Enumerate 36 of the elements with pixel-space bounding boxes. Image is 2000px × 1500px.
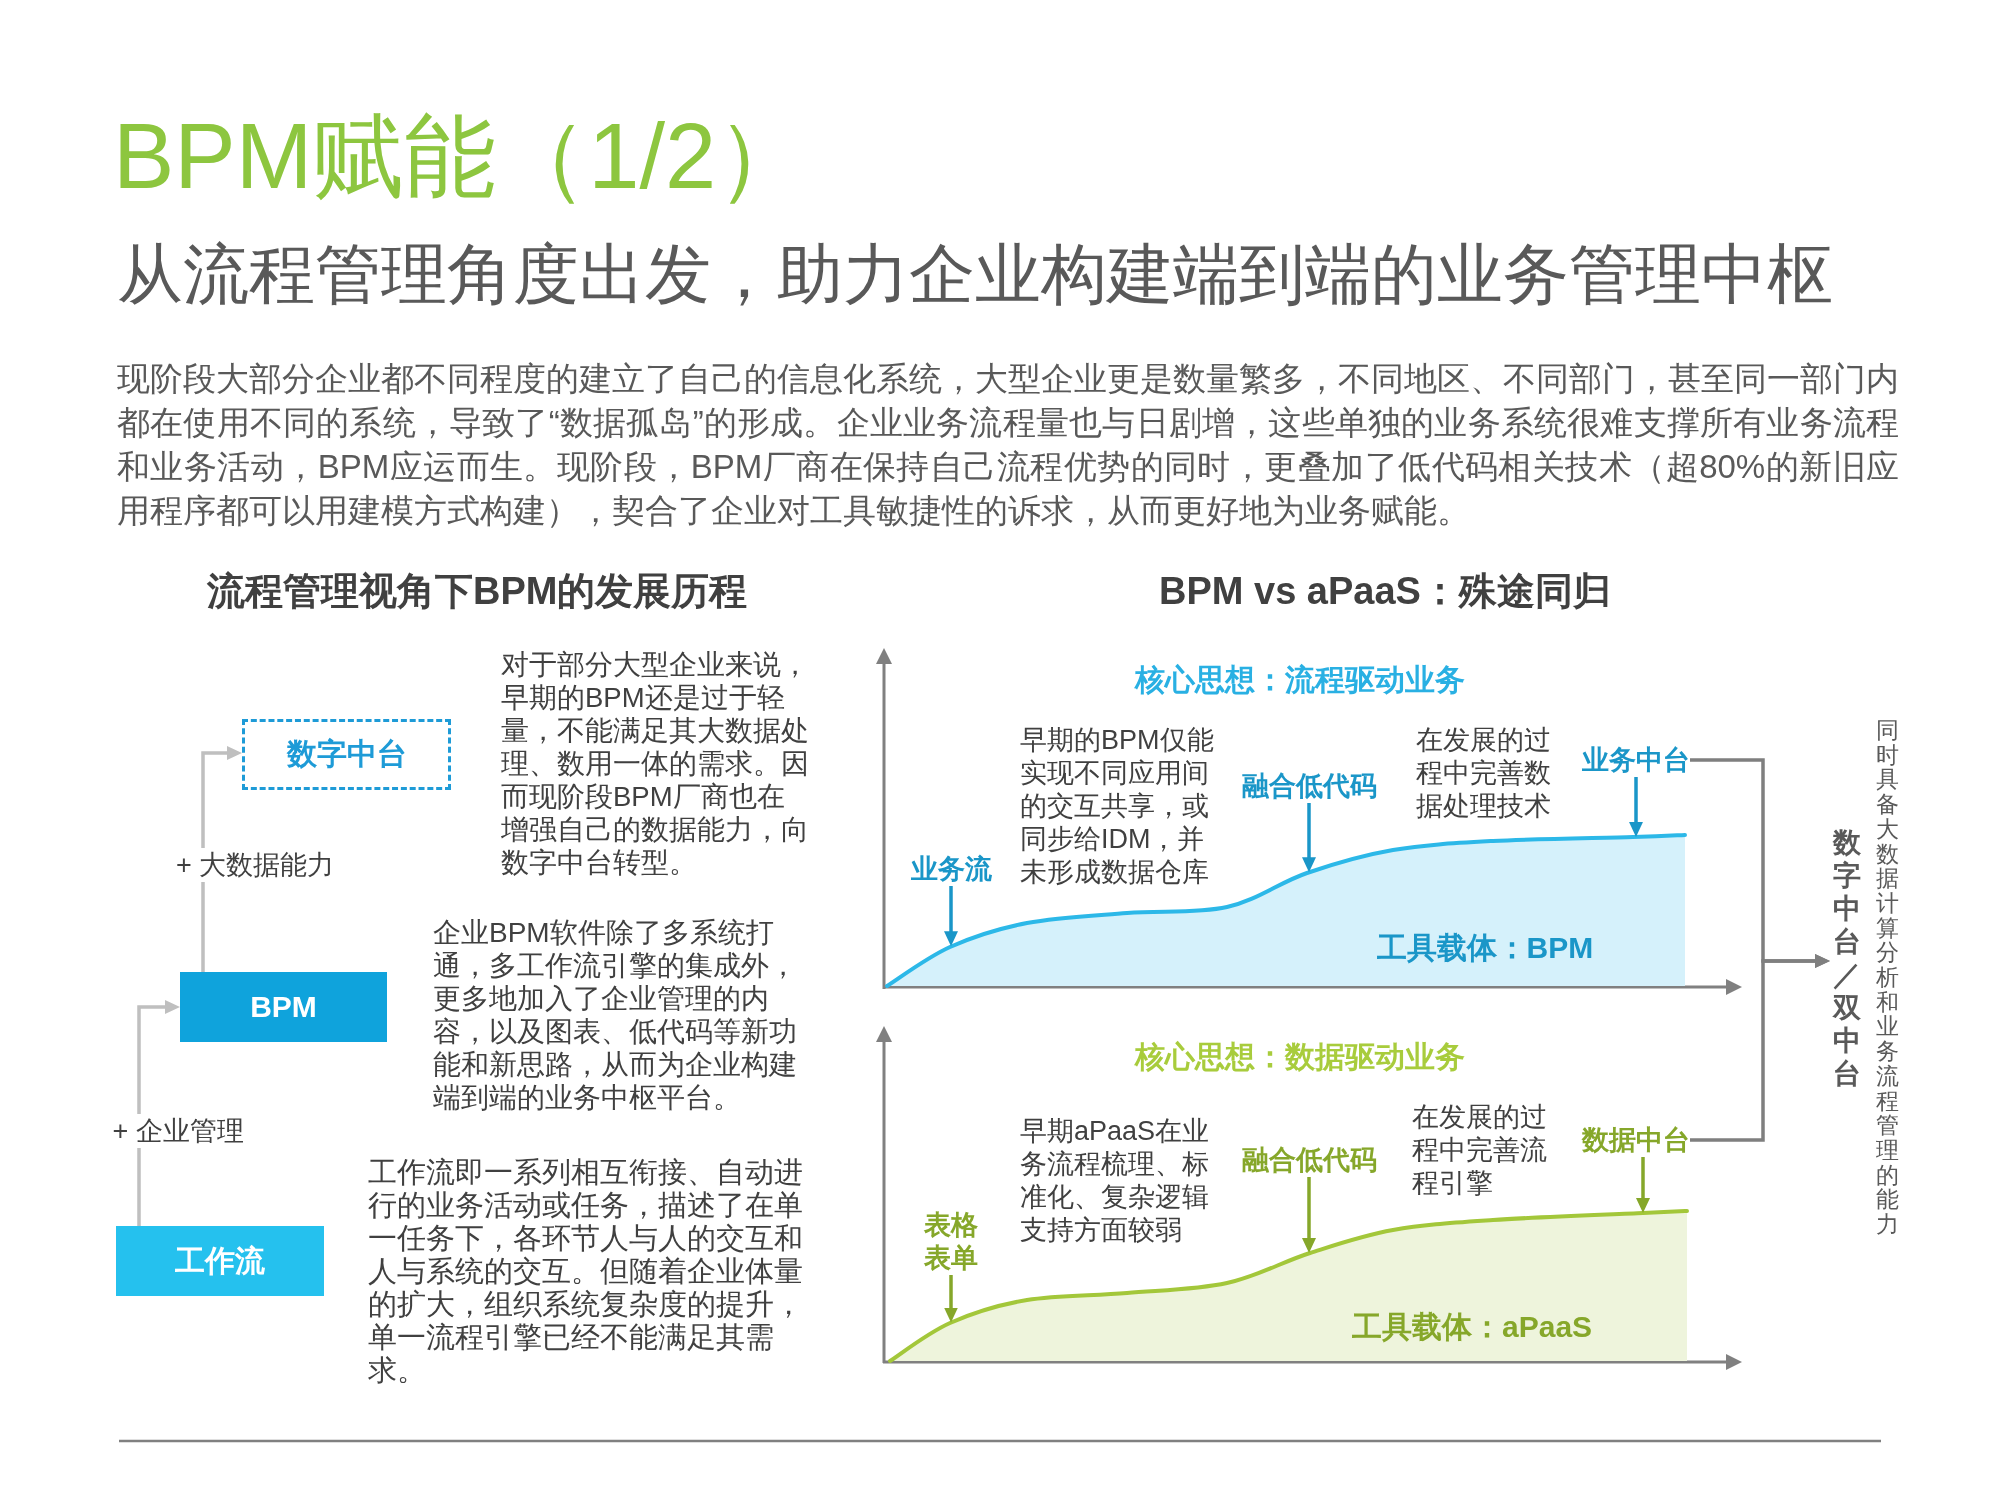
connector-arrow: [1690, 954, 1830, 1142]
callout-label: 融合低代码: [1241, 769, 1377, 803]
section-heading: BPM vs aPaaS：殊途同归: [1159, 569, 1611, 614]
chart-heading: 核心思想：流程驱动业务: [1135, 662, 1465, 698]
description-text: 对于部分大型企业来说，早期的BPM还是过于轻量，不能满足其大数据处理、数用一体的需求。因而现阶段BPM厂商也在增强自己的数据能力，向数字中台转型。: [501, 648, 810, 879]
leader-arrow: [944, 1275, 958, 1323]
annotation-text: 在发展的过程中完善数据处理技术: [1416, 724, 1552, 823]
area-shape: [890, 1208, 1687, 1361]
page-title: BPM赋能（1/2）: [113, 104, 809, 209]
leader-arrow: [1302, 1177, 1316, 1254]
stage-box: 工作流: [116, 1226, 324, 1296]
description-text: 工作流即一系列相互衔接、自动进行的业务活动或任务，描述了在单一任务下，各环节人与人的交互和人与系统的交互。但随着企业体量的扩大，组织系统复杂度的提升，单一流程引擎已经不能满足其需求。: [368, 1156, 804, 1387]
vertical-note: 同时具备大数据计算分析和业务流程管理的能力: [1874, 718, 1900, 1237]
callout-label: 业务流: [910, 852, 992, 886]
annotation-text: 在发展的过程中完善流程引擎: [1412, 1101, 1548, 1200]
leader-arrow: [1636, 1157, 1650, 1213]
section-heading: 流程管理视角下BPM的发展历程: [207, 569, 748, 614]
description-text: 企业BPM软件除了多系统打通，多工作流引擎的集成外，更多地加入了企业管理的内容，以及图表、低代码等新功能和新思路，从而为企业构建端到端的业务中枢平台。: [433, 916, 798, 1114]
chart-heading: 核心思想：数据驱动业务: [1135, 1039, 1465, 1075]
connector-arrow: [137, 1000, 180, 1226]
annotation-text: 早期的BPM仅能实现不同应用间的交互共享，或同步给IDM，并未形成数据仓库: [1020, 724, 1215, 889]
area-label: 工具载体：BPM: [1376, 930, 1594, 966]
stage-box: BPM: [180, 972, 387, 1042]
leader-arrow: [1302, 803, 1316, 873]
callout-label: 表格表单: [922, 1209, 980, 1275]
vertical-label: 数字中台／双中台: [1830, 826, 1864, 1090]
callout-label: 融合低代码: [1241, 1143, 1377, 1177]
callout-label: 业务中台: [1582, 743, 1690, 777]
leader-arrow: [944, 886, 958, 947]
annotation-text: 早期aPaaS在业务流程梳理、标准化、复杂逻辑支持方面较弱: [1020, 1115, 1211, 1247]
intro-paragraph: 现阶段大部分企业都不同程度的建立了自己的信息化系统，大型企业更是数量繁多，不同地区、不同部门，甚至同一部门内都在使用不同的系统，导致了“数据孤岛”的形成。企业业务流程量也与日剧增，这些单独的业务系统很难支撑所有业务流程和业务活动，BPM应运而生。现阶段，BPM厂商在保持自己流程优势的同时，更叠加了低代码相关技术（超80%的新旧应用程序都可以用建模方式构建），契合了企业对工具敏捷性的诉求，从而更好地为业务赋能。: [117, 359, 1899, 531]
area-label: 工具载体：aPaaS: [1352, 1309, 1593, 1345]
callout-label: 数据中台: [1582, 1123, 1690, 1157]
subtitle: 从流程管理角度出发，助力企业构建端到端的业务管理中枢: [117, 236, 1833, 313]
leader-arrow: [1629, 777, 1643, 837]
stage-box: 数字中台: [242, 719, 451, 790]
